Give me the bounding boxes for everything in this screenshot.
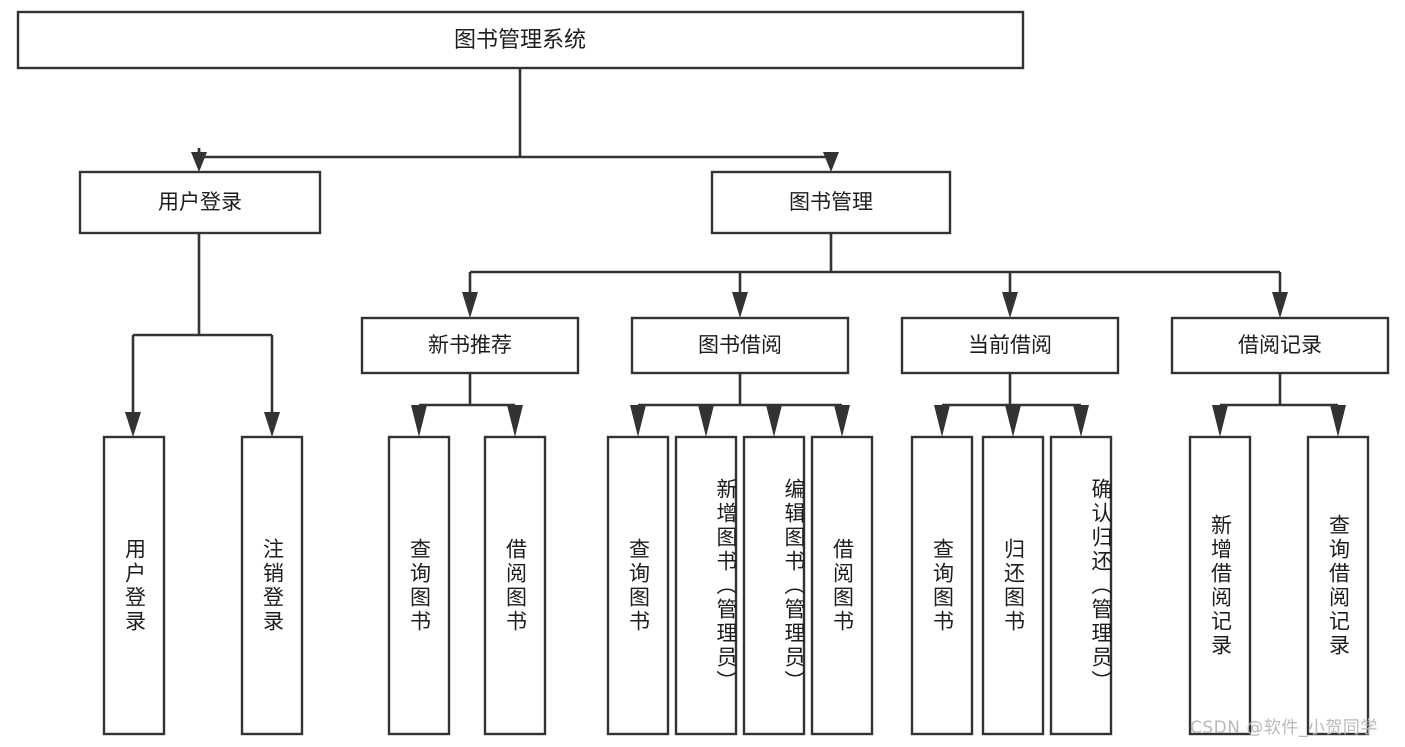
node-leaf-query-record-box[interactable] bbox=[1306, 435, 1370, 736]
arrow-to-leaf-confirm-return bbox=[1073, 405, 1089, 437]
node-leaf-edit-book-box[interactable] bbox=[742, 435, 806, 736]
arrow-to-leaf-return-book bbox=[1005, 405, 1021, 437]
node-root-box[interactable] bbox=[16, 10, 1025, 70]
arrow-to-new-book-rec bbox=[462, 292, 478, 318]
node-current-borrow-box[interactable] bbox=[900, 316, 1120, 375]
arrow-to-leaf-borrow-book-1 bbox=[507, 405, 523, 437]
arrow-to-borrow-record bbox=[1272, 292, 1288, 318]
arrow-root-to-book-manage bbox=[823, 152, 839, 172]
node-leaf-add-book-box[interactable] bbox=[674, 435, 738, 736]
node-user-login-label: 用户登录 bbox=[158, 190, 242, 214]
arrow-root-to-user-login bbox=[191, 152, 207, 172]
node-leaf-borrow-book-2-box[interactable] bbox=[810, 435, 874, 736]
arrow-to-leaf-borrow-book-2 bbox=[834, 405, 850, 437]
node-leaf-user-logout-box[interactable] bbox=[240, 435, 304, 736]
node-current-borrow[interactable]: 当前借阅 bbox=[900, 316, 1120, 375]
node-root-label: 图书管理系统 bbox=[454, 28, 586, 53]
node-leaf-confirm-return-box[interactable] bbox=[1049, 435, 1113, 736]
arrow-to-leaf-query-record bbox=[1330, 405, 1346, 437]
arrow-to-book-borrow bbox=[732, 292, 748, 318]
node-root[interactable]: 图书管理系统 bbox=[16, 10, 1025, 70]
node-borrow-record[interactable]: 借阅记录 bbox=[1170, 316, 1390, 375]
arrow-to-leaf-user-login bbox=[125, 412, 141, 437]
node-new-book-rec-box[interactable] bbox=[360, 316, 580, 375]
connector-layer bbox=[125, 68, 1346, 437]
node-leaf-query-book-1-box[interactable] bbox=[387, 435, 451, 736]
node-leaf-user-login-box[interactable] bbox=[102, 435, 166, 736]
node-book-manage[interactable]: 图书管理 bbox=[710, 170, 952, 235]
arrow-to-leaf-query-book-3 bbox=[934, 405, 950, 437]
node-borrow-record-box[interactable] bbox=[1170, 316, 1390, 375]
arrow-to-leaf-add-record bbox=[1212, 405, 1228, 437]
arrow-to-leaf-user-logout bbox=[264, 412, 280, 437]
node-book-borrow[interactable]: 图书借阅 bbox=[630, 316, 850, 375]
node-book-manage-box[interactable] bbox=[710, 170, 952, 235]
csdn-watermark: CSDN @软件_小贺同学 bbox=[1190, 718, 1378, 738]
arrow-to-leaf-edit-book bbox=[766, 405, 782, 437]
node-layer: 图书管理系统 用户登录 图书管理 新书推荐 图书借阅 bbox=[16, 10, 1390, 736]
node-leaf-query-book-2-box[interactable] bbox=[606, 435, 670, 736]
node-leaf-query-book-3-box[interactable] bbox=[910, 435, 974, 736]
node-borrow-record-label: 借阅记录 bbox=[1238, 333, 1322, 357]
node-leaf-return-book-box[interactable] bbox=[981, 435, 1045, 736]
node-new-book-rec-label: 新书推荐 bbox=[428, 333, 512, 357]
node-leaf-borrow-book-1-box[interactable] bbox=[483, 435, 547, 736]
node-user-login-box[interactable] bbox=[78, 170, 322, 235]
node-user-login[interactable]: 用户登录 bbox=[78, 170, 322, 235]
node-leaf-add-record-box[interactable] bbox=[1188, 435, 1252, 736]
arrow-to-leaf-add-book bbox=[698, 405, 714, 437]
node-new-book-rec[interactable]: 新书推荐 bbox=[360, 316, 580, 375]
arrow-to-current-borrow bbox=[1002, 292, 1018, 318]
node-book-borrow-box[interactable] bbox=[630, 316, 850, 375]
node-book-borrow-label: 图书借阅 bbox=[698, 333, 782, 357]
arrow-to-leaf-query-book-2 bbox=[630, 405, 646, 437]
node-current-borrow-label: 当前借阅 bbox=[968, 333, 1052, 357]
node-book-manage-label: 图书管理 bbox=[789, 190, 873, 214]
arrow-to-leaf-query-book-1 bbox=[411, 405, 427, 437]
